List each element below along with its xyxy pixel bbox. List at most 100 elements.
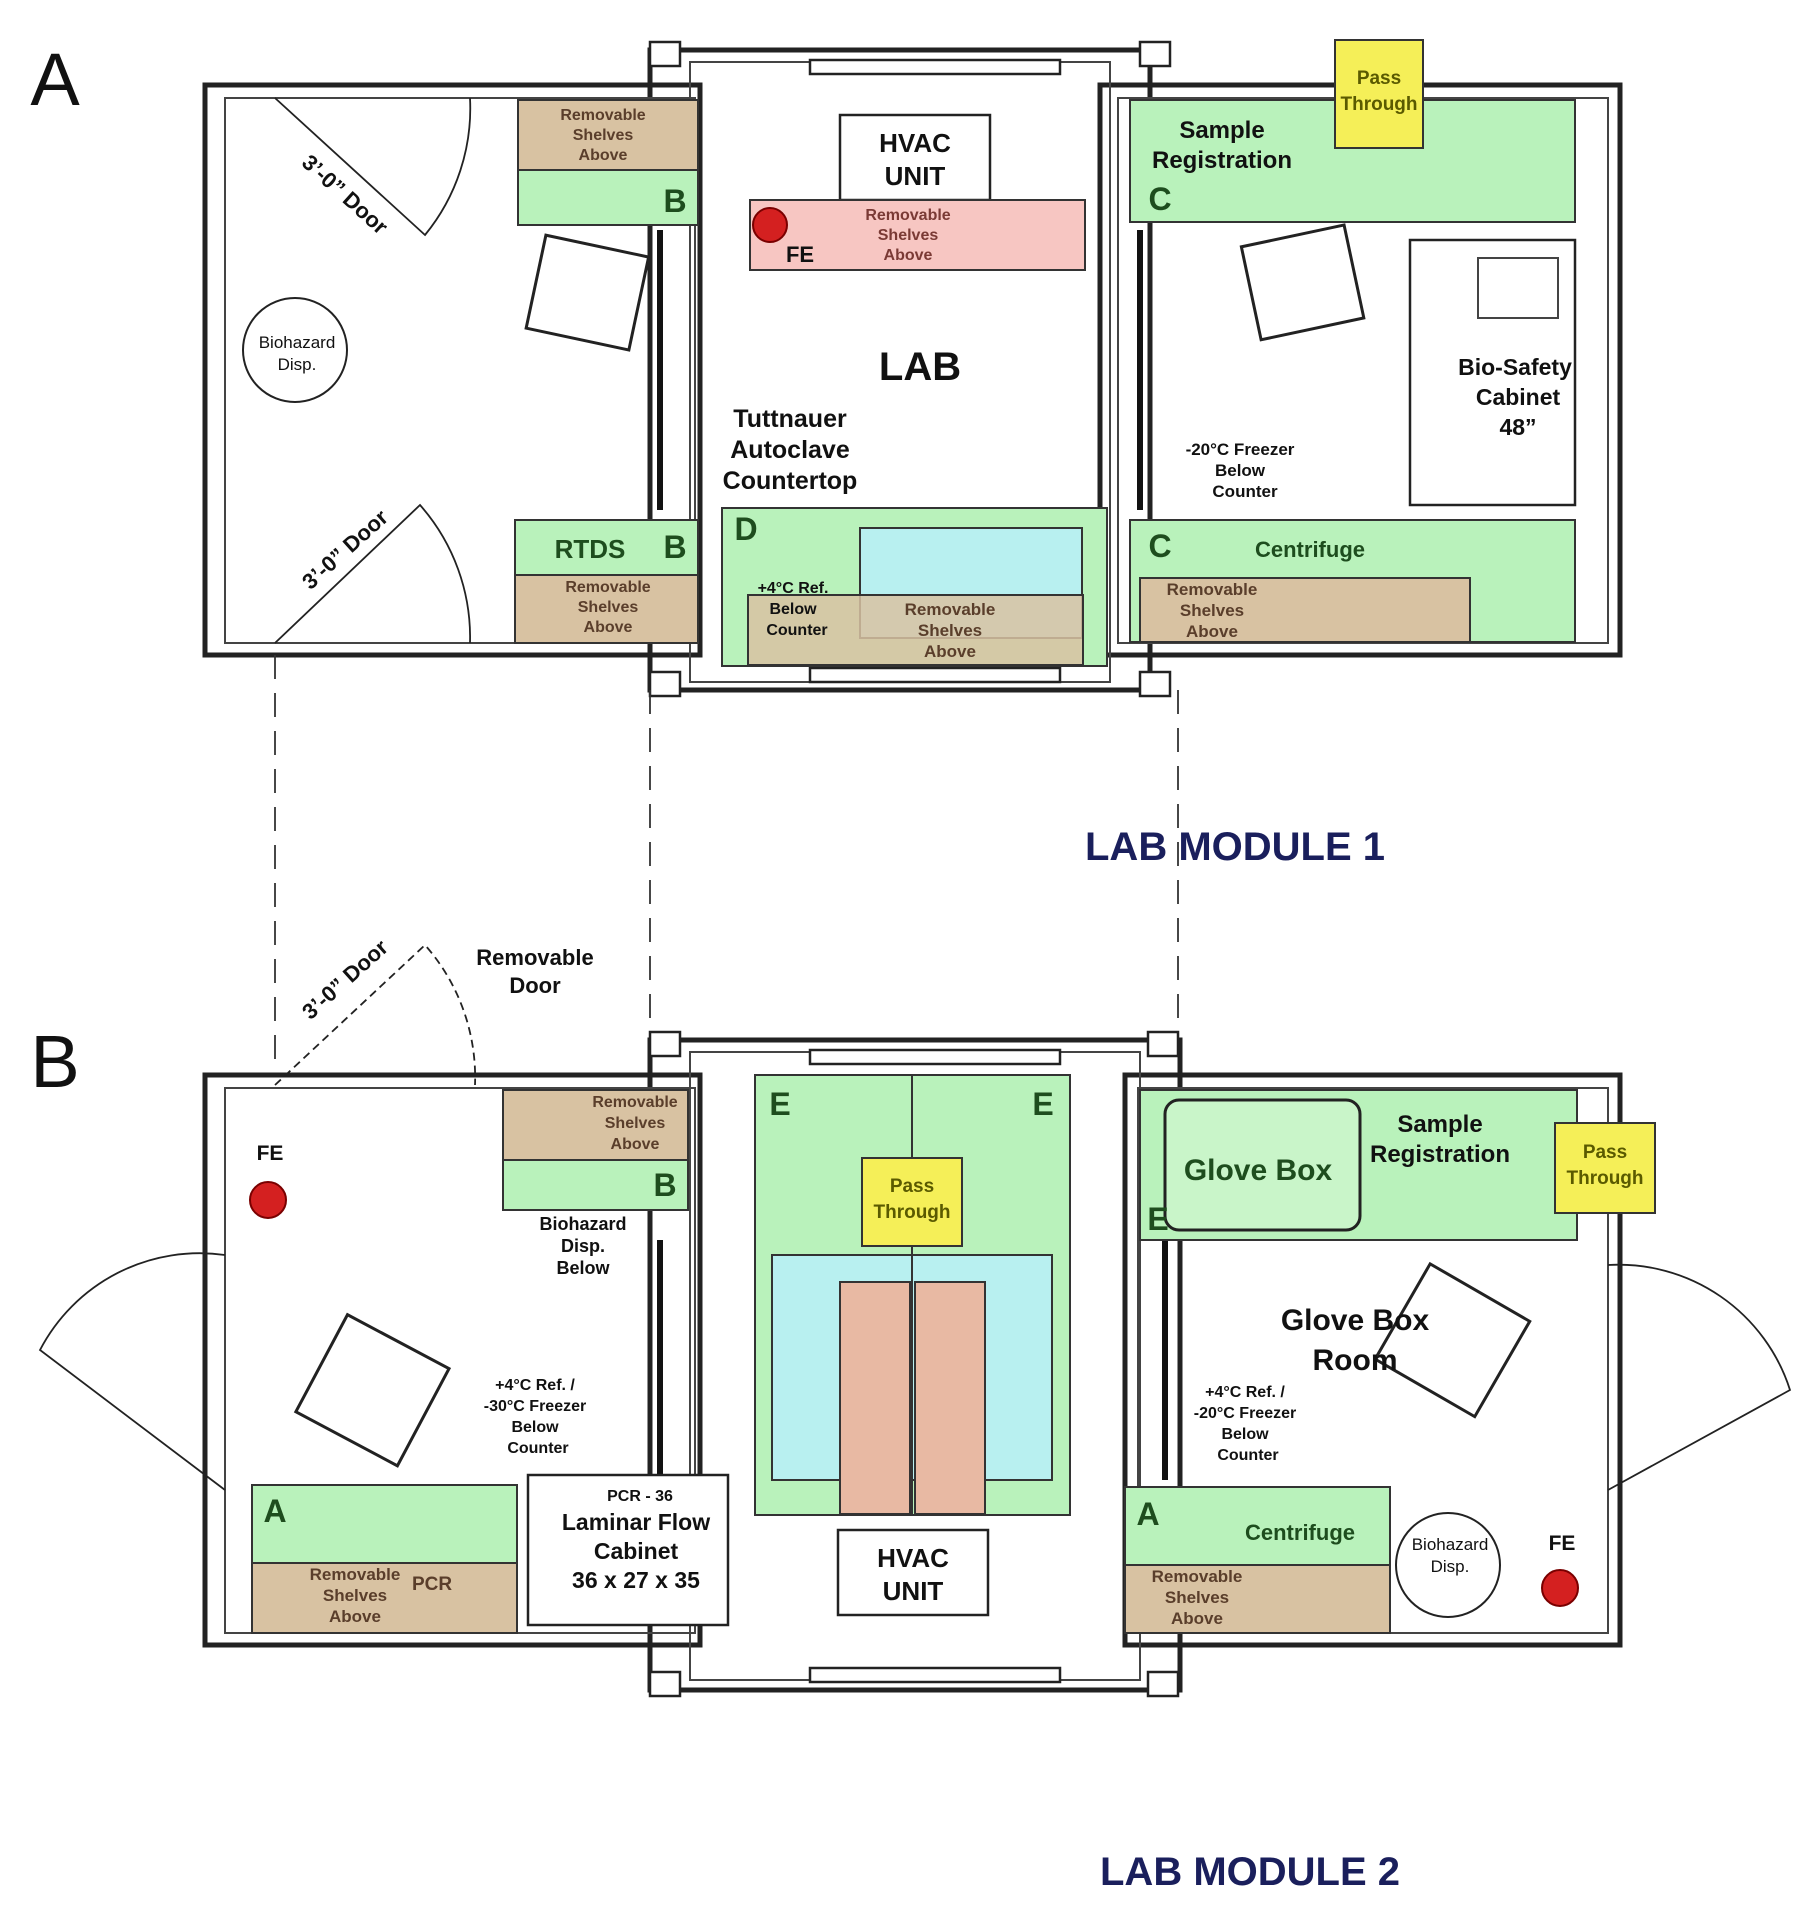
module1-zone-b-top: B <box>663 183 686 219</box>
module1-shelf-pink <box>749 199 1086 271</box>
module1-shelf-b-top-line3: Above <box>579 147 628 164</box>
module1-shelf-c-line2: Shelves <box>1180 601 1244 620</box>
module2-ref-r-line1: +4°C Ref. / <box>1205 1384 1285 1401</box>
module1-left-wing-wall <box>202 82 703 658</box>
module2-fe-right-label: FE <box>1549 1532 1576 1555</box>
module1-title: LAB MODULE 1 <box>1085 825 1385 869</box>
module1-door-bottom-label: 3’-0” Door <box>297 504 393 594</box>
module2-glove-box-label: Glove Box <box>1184 1154 1333 1187</box>
module2-biohazard-below-line1: Biohazard <box>539 1214 626 1234</box>
module1-pass-through <box>1334 39 1424 149</box>
module1-zone-d: D <box>734 511 757 547</box>
module2-laminar-line2: Cabinet <box>594 1538 679 1564</box>
module2-counter-a <box>251 1484 518 1564</box>
module1-hvac-line1: HVAC <box>879 128 951 158</box>
module2-shelf-b-line1: Removable <box>592 1094 677 1111</box>
module2-sample-reg-line2: Registration <box>1370 1141 1510 1168</box>
module1-shelf-b-bottom <box>514 574 699 644</box>
module2-ref-line4: Counter <box>507 1440 568 1457</box>
module2-pass-right-line2: Through <box>1566 1168 1643 1189</box>
module2-biohazard-below-line2: Disp. <box>561 1236 605 1256</box>
module2-glove-box <box>1163 1098 1362 1232</box>
module1-shelf-b-bottom-line3: Above <box>584 619 633 636</box>
module1-bsc-line3: 48” <box>1499 414 1536 440</box>
module2-laminar-line3: 36 x 27 x 35 <box>572 1567 700 1593</box>
module2-shelf-a-line2: Shelves <box>323 1586 387 1605</box>
module2-biohazard-below-line3: Below <box>556 1258 610 1278</box>
module2-laminar-line1: Laminar Flow <box>562 1509 710 1535</box>
module1-bsc-line1: Bio-Safety <box>1458 354 1572 380</box>
module2-shelf-b-line2: Shelves <box>605 1115 666 1132</box>
module2-shelf-right <box>1124 1564 1391 1634</box>
module2-corner-post <box>1146 1670 1180 1698</box>
panel-b-letter: B <box>30 1020 79 1103</box>
module2-shelf-a-line3: Above <box>329 1607 381 1626</box>
module2-gb-room-line2: Room <box>1313 1344 1398 1377</box>
module2-ref-r-line3: Below <box>1221 1426 1269 1443</box>
module1-bsc-window <box>1477 257 1559 319</box>
module2-side-door-right <box>1607 1263 1792 1491</box>
module2-gb-room-line1: Glove Box <box>1281 1304 1430 1337</box>
module2-pass-center-line2: Through <box>873 1202 950 1223</box>
module1-freezer-line1: -20°C Freezer <box>1186 440 1295 459</box>
module2-pass-through-right <box>1554 1122 1656 1214</box>
module1-pass-line2: Through <box>1340 94 1417 115</box>
module2-biohazard-r-line1: Biohazard <box>1412 1535 1489 1554</box>
module2-door-label: 3’-0” Door <box>297 934 393 1024</box>
module2-shelf-a-line1: Removable <box>310 1565 401 1584</box>
panel-a-letter: A <box>30 38 80 121</box>
module1-corner-post <box>1138 40 1172 68</box>
module2-hvac-unit <box>836 1528 990 1617</box>
module1-zone-c-bottom: C <box>1148 528 1171 564</box>
module1-chair-left <box>524 233 651 352</box>
module1-shelf-b-top-line1: Removable <box>560 107 645 124</box>
module2-shelf-a <box>251 1562 518 1634</box>
module2-corner-post <box>648 1030 682 1058</box>
module1-door-top-swing <box>274 97 472 237</box>
module2-shelf-center-right <box>914 1281 986 1515</box>
module1-autoclave-line3: Countertop <box>723 467 858 495</box>
module1-room-label: LAB <box>879 345 961 389</box>
module2-laminar-flow-cabinet <box>526 1473 730 1627</box>
module2-removable-door-line2: Door <box>509 973 561 998</box>
module1-shelf-pink-line1: Removable <box>865 207 950 224</box>
module1-zone-c-top: C <box>1148 181 1171 217</box>
module2-centrifuge-label: Centrifuge <box>1245 1520 1355 1545</box>
module1-hvac-line2: UNIT <box>885 161 946 191</box>
module2-hvac-line2: UNIT <box>883 1576 944 1606</box>
module1-ref-line3: Counter <box>766 622 827 639</box>
module1-shelf-d-line3: Above <box>924 642 976 661</box>
module1-counter-b-top <box>517 169 699 226</box>
module2-zone-b: B <box>653 1167 676 1203</box>
module1-bottom-window <box>808 666 1062 684</box>
module1-autoclave-line2: Autoclave <box>730 436 850 464</box>
module2-shelf-r-line3: Above <box>1171 1609 1223 1628</box>
module1-centrifuge-label: Centrifuge <box>1255 537 1365 562</box>
module2-ref-line3: Below <box>511 1419 559 1436</box>
module1-zone-b-bottom: B <box>663 529 686 565</box>
module1-shelf-d-line1: Removable <box>905 600 996 619</box>
module1-corner-post <box>1138 670 1172 698</box>
module2-center-wall <box>647 1037 1183 1693</box>
module2-ref-line2: -30°C Freezer <box>484 1398 586 1415</box>
module2-bottom-window <box>808 1666 1062 1684</box>
panel-b: B 3’-0” Door Removable Door FE Removable… <box>30 934 1792 1894</box>
module1-ref-line1: +4°C Ref. <box>758 580 829 597</box>
module1-shelf-b-bottom-line1: Removable <box>565 579 650 596</box>
module2-chair-left <box>293 1312 452 1468</box>
module1-fe-label: FE <box>786 242 814 267</box>
module2-corner-post <box>1146 1030 1180 1058</box>
module2-hvac-line1: HVAC <box>877 1543 949 1573</box>
module2-shelf-center-left <box>839 1281 911 1515</box>
module1-shelf-d-line2: Shelves <box>918 621 982 640</box>
module2-removable-door-line1: Removable <box>476 945 593 970</box>
module1-shelf-pink-line3: Above <box>884 247 933 264</box>
module2-shelf-b-line3: Above <box>611 1136 660 1153</box>
module1-chair-right <box>1239 223 1366 342</box>
module2-side-door-left <box>38 1252 226 1491</box>
module1-freezer-line3: Counter <box>1212 482 1278 501</box>
module2-shelf-r-line2: Shelves <box>1165 1588 1229 1607</box>
module2-door-top-swing <box>274 943 476 1086</box>
module2-ref-r-line4: Counter <box>1217 1447 1278 1464</box>
